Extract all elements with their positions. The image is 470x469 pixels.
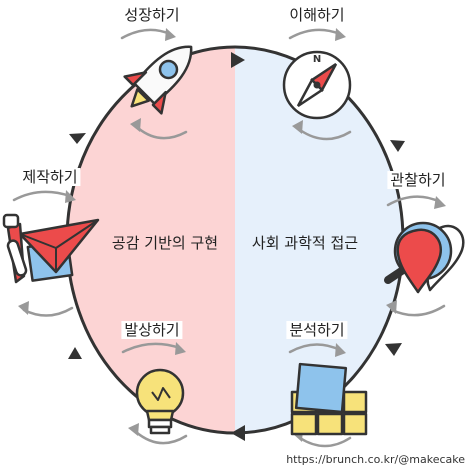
stage-label-make: 제작하기	[19, 168, 81, 186]
left-half	[67, 47, 235, 433]
lightbulb-icon	[135, 368, 185, 435]
paper-plane-icon	[2, 213, 100, 284]
ring-arrow-top	[231, 52, 245, 68]
ring-arrow-left-upper	[69, 133, 86, 144]
compass-icon: N	[282, 50, 352, 120]
stage-label-understand: 이해하기	[286, 6, 348, 24]
right-half	[235, 47, 403, 433]
stage-label-grow: 성장하기	[121, 6, 183, 24]
center-label-left: 공감 기반의 구현	[111, 234, 219, 252]
ring-arrows	[68, 52, 405, 441]
stage-label-observe: 관찰하기	[387, 171, 449, 189]
ring-arrow-left-lower	[68, 347, 82, 359]
magnifier-icon	[384, 221, 465, 294]
source-credit: https://brunch.co.kr/@makecake	[283, 452, 468, 467]
ring-arrow-right-upper	[390, 140, 405, 152]
ring-arrow-right-lower	[385, 343, 402, 356]
svg-text:N: N	[313, 54, 321, 65]
stage-label-ideate: 발상하기	[121, 321, 183, 339]
blocks-icon	[290, 362, 368, 436]
ring-arrow-bottom	[231, 425, 245, 441]
cycle-arrows	[12, 28, 446, 448]
center-label-right: 사회 과학적 접근	[251, 234, 359, 252]
stage-label-analyze: 분석하기	[286, 321, 348, 339]
rocket-icon	[123, 45, 193, 115]
